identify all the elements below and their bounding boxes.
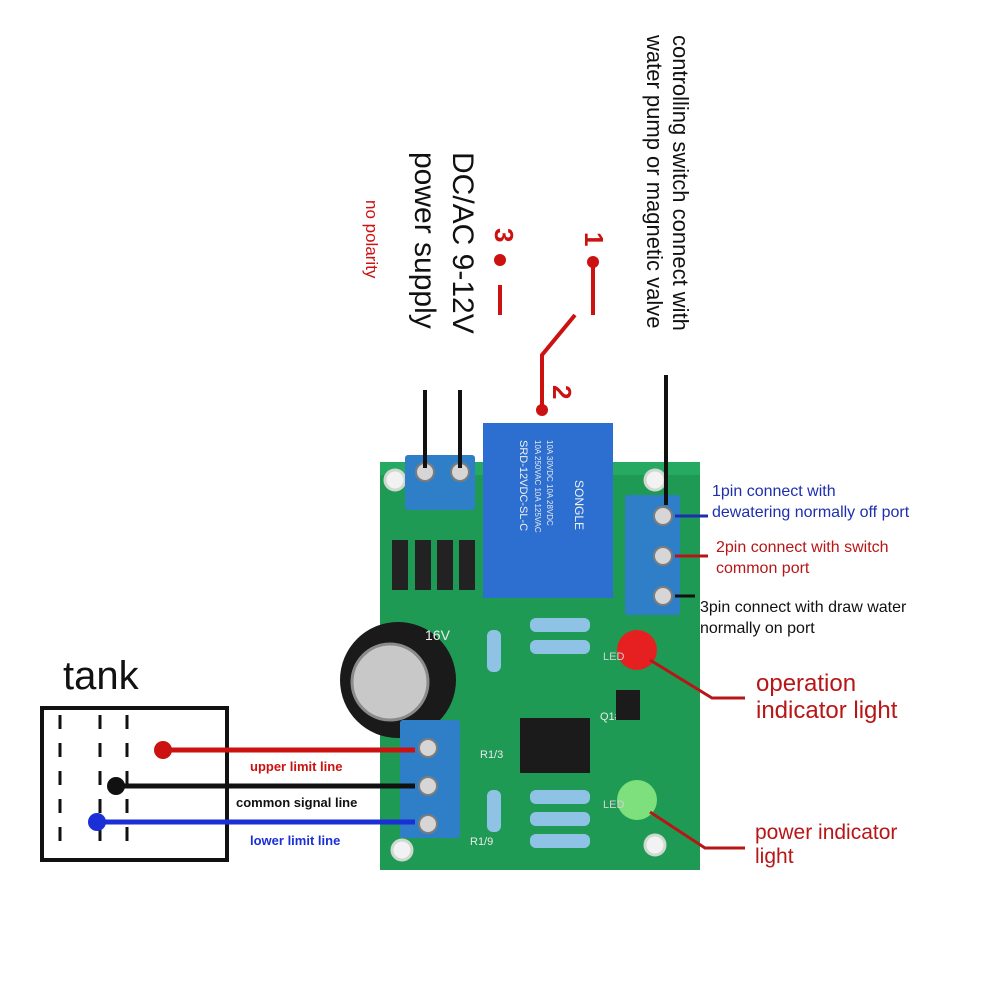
relay <box>483 423 613 598</box>
resistor <box>530 790 590 804</box>
relay-terminal-screw <box>653 506 673 526</box>
switch-terminal-3 <box>494 254 506 266</box>
operation-leader <box>649 658 745 700</box>
supply-label-line2: power supply <box>408 152 441 329</box>
pin2-label-line1: 2pin connect with switch <box>716 539 889 556</box>
resistor <box>530 618 590 632</box>
controlling-label-line2: water pump or magnetic valve <box>642 35 667 329</box>
operation-label-line1: operation <box>756 670 857 697</box>
common-signal-dot <box>107 777 125 795</box>
probe-terminal-screw <box>418 814 438 834</box>
diode <box>459 540 475 590</box>
diode <box>415 540 431 590</box>
operation-led <box>617 630 657 670</box>
pin2-label-line2: common port <box>716 560 810 577</box>
mount-hole <box>383 468 407 492</box>
relay-rating: 10A 250VAC 10A 125VAC <box>533 440 542 533</box>
probe-terminal-screw <box>418 738 438 758</box>
switch-number-2: 2 <box>547 385 577 400</box>
resistor <box>530 812 590 826</box>
mount-hole <box>643 833 667 857</box>
resistor <box>530 640 590 654</box>
ic-chip <box>520 718 590 773</box>
common-signal-label: common signal line <box>236 795 358 810</box>
relay-rating: 10A 30VDC 10A 28VDC <box>545 440 554 526</box>
switch-terminal-2 <box>536 404 548 416</box>
capacitor-top <box>350 642 430 722</box>
board-label: R1/9 <box>470 836 493 848</box>
resistor <box>530 834 590 848</box>
mount-hole <box>643 468 667 492</box>
switch-number-1: 1 <box>579 232 609 247</box>
mount-hole <box>390 838 414 862</box>
upper-limit-label: upper limit line <box>250 759 343 774</box>
switch-arm <box>540 313 577 410</box>
diode <box>392 540 408 590</box>
upper-limit-dot <box>154 741 172 759</box>
relay-terminal-screw <box>653 546 673 566</box>
led-label: LED <box>603 651 624 663</box>
supply-label-line1: DC/AC 9-12V <box>446 152 479 334</box>
power-indicator-label-line1: power indicator <box>755 821 898 844</box>
power-leader <box>649 810 745 850</box>
pin1-label-line1: 1pin connect with <box>712 483 836 500</box>
lower-limit-dot <box>88 813 106 831</box>
board-label: R1/3 <box>480 749 503 761</box>
relay-brand: SONGLE <box>572 480 586 530</box>
relay-terminal-screw <box>653 586 673 606</box>
pin1-label-line2: dewatering normally off port <box>712 504 910 521</box>
switch-number-3: 3 <box>489 228 519 243</box>
capacitor-text: 16V <box>425 627 451 643</box>
diode <box>437 540 453 590</box>
tank-label: tank <box>63 654 139 698</box>
transistor <box>616 690 640 720</box>
power-led <box>617 780 657 820</box>
probe-terminal-screw <box>418 776 438 796</box>
no-polarity-label: no polarity <box>362 200 381 279</box>
pin3-label-line2: normally on port <box>700 620 815 637</box>
lower-limit-label: lower limit line <box>250 833 341 848</box>
power-indicator-label-line2: light <box>755 845 794 868</box>
pin3-label-line1: 3pin connect with draw water <box>700 599 907 616</box>
resistor <box>487 790 501 832</box>
operation-label-line2: indicator light <box>756 697 898 724</box>
relay-model: SRD-12VDC-SL-C <box>517 440 529 531</box>
resistor <box>487 630 501 672</box>
led-label: LED <box>603 799 624 811</box>
controlling-label-line1: controlling switch connect with <box>668 35 693 331</box>
